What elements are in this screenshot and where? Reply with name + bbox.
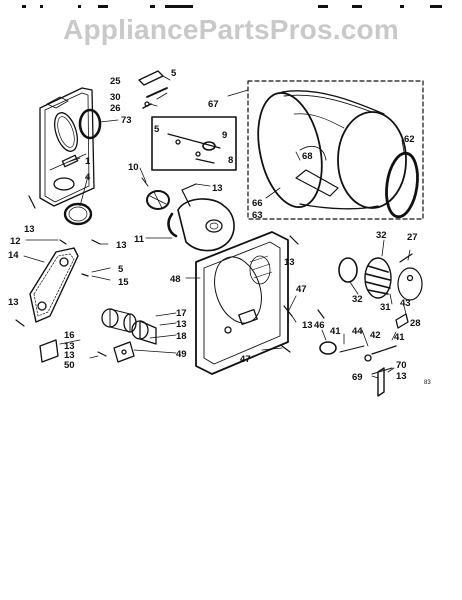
callout-50: 50 <box>64 360 75 371</box>
callout-5: 5 <box>171 68 177 79</box>
callout-48: 48 <box>170 274 181 285</box>
top-bracket-parts <box>138 70 168 109</box>
callout-62: 62 <box>404 134 415 145</box>
blower-housing-part <box>167 183 235 252</box>
screw-parts <box>15 195 325 357</box>
callout-13: 13 <box>212 183 223 194</box>
callout-68: 68 <box>302 151 313 162</box>
callout-30: 30 <box>110 92 121 103</box>
callout-16: 16 <box>64 330 75 341</box>
rear-bulkhead-part <box>195 231 289 375</box>
callout-41: 41 <box>394 332 405 343</box>
callout-42: 42 <box>370 330 381 341</box>
callout-5: 5 <box>154 124 160 135</box>
thermostat-parts <box>319 313 409 362</box>
callout-44: 44 <box>352 326 363 337</box>
callout-47: 47 <box>240 354 251 365</box>
callout-63: 63 <box>252 210 263 221</box>
diagram-code: 83 <box>424 380 431 386</box>
callout-13: 13 <box>396 371 407 382</box>
callout-70: 70 <box>396 360 407 371</box>
heater-element-part <box>338 253 423 301</box>
callout-1: 1 <box>85 156 91 167</box>
callout-69: 69 <box>352 372 363 383</box>
small-bracket-parts <box>39 339 135 363</box>
callout-17: 17 <box>176 308 187 319</box>
callout-32: 32 <box>352 294 363 305</box>
callout-13: 13 <box>302 320 313 331</box>
callout-13: 13 <box>64 350 75 361</box>
callout-13: 13 <box>64 341 75 352</box>
callout-4: 4 <box>85 172 91 183</box>
callout-28: 28 <box>410 318 421 329</box>
callout-41: 41 <box>330 326 341 337</box>
callout-26: 26 <box>110 103 121 114</box>
callout-31: 31 <box>380 302 391 313</box>
drum-seal-part <box>385 151 419 219</box>
callout-73: 73 <box>121 115 132 126</box>
callout-18: 18 <box>176 331 187 342</box>
callout-32: 32 <box>376 230 387 241</box>
callout-10: 10 <box>128 162 139 173</box>
callout-13: 13 <box>24 224 35 235</box>
callout-9: 9 <box>222 130 227 141</box>
lint-filter-disk-part <box>63 202 93 226</box>
callout-13: 13 <box>116 240 127 251</box>
callout-25: 25 <box>110 76 121 87</box>
callout-8: 8 <box>228 155 233 166</box>
inset-detail-box <box>151 116 237 171</box>
callout-27: 27 <box>407 232 418 243</box>
cylinder-components <box>101 308 157 345</box>
callout-5: 5 <box>118 264 124 275</box>
callout-43: 43 <box>400 298 411 309</box>
callout-14: 14 <box>8 250 19 261</box>
drum-part <box>247 80 424 220</box>
callout-46: 46 <box>314 320 325 331</box>
idler-panel-part <box>29 247 79 323</box>
ring-seal-part <box>78 108 102 140</box>
callout-47: 47 <box>296 284 307 295</box>
callout-labels: 25 5 30 26 73 67 1 4 13 5 9 8 10 13 68 6… <box>8 68 431 386</box>
callout-13: 13 <box>8 297 19 308</box>
callout-66: 66 <box>252 198 263 209</box>
callout-15: 15 <box>118 277 129 288</box>
callout-13: 13 <box>284 257 295 268</box>
callout-49: 49 <box>176 349 187 360</box>
watermark-text: AppliancePartsPros.com <box>63 14 399 45</box>
callout-13: 13 <box>176 319 187 330</box>
front-panel-part <box>39 87 95 207</box>
motor-fan-part <box>141 177 170 210</box>
scan-top-marks <box>0 0 462 8</box>
callout-67: 67 <box>208 99 219 110</box>
leader-lines <box>23 75 411 379</box>
callout-12: 12 <box>10 236 21 247</box>
mounting-bracket-part <box>371 367 393 397</box>
callout-11: 11 <box>134 234 145 245</box>
